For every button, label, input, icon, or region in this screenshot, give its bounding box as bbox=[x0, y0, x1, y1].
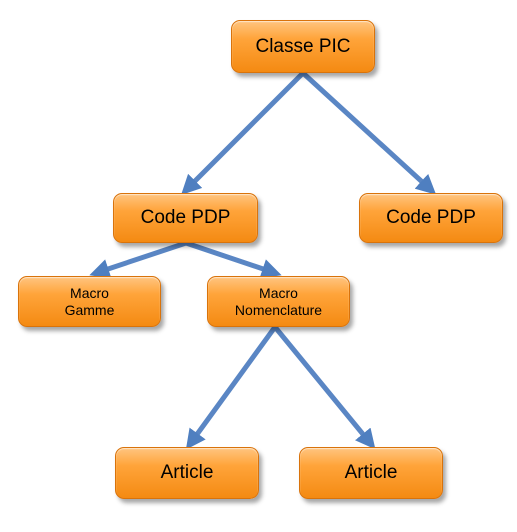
arrow-macro-nomenclature-to-article-left bbox=[185, 324, 278, 450]
node-article-left: Article bbox=[115, 447, 259, 499]
node-article-right-label: Article bbox=[344, 462, 398, 483]
node-code-pdp-right-label: Code PDP bbox=[386, 207, 476, 228]
node-classe-pic: Classe PIC bbox=[231, 20, 375, 73]
node-code-pdp-left: Code PDP bbox=[113, 193, 258, 243]
node-macro-nomenclature-label: Macro Nomenclature bbox=[234, 284, 323, 318]
node-macro-nomenclature: Macro Nomenclature bbox=[207, 276, 350, 327]
node-code-pdp-right: Code PDP bbox=[359, 193, 503, 243]
node-article-right: Article bbox=[299, 447, 443, 499]
arrow-classe-pic-to-code-pdp-left bbox=[181, 70, 306, 195]
arrow-code-pdp-left-to-macro-nomenclature bbox=[183, 240, 282, 279]
node-macro-gamme: Macro Gamme bbox=[18, 276, 161, 327]
node-article-left-label: Article bbox=[160, 462, 214, 483]
node-macro-gamme-label: Macro Gamme bbox=[64, 284, 115, 318]
arrow-macro-nomenclature-to-article-right bbox=[272, 324, 376, 450]
arrow-classe-pic-to-code-pdp-right bbox=[300, 70, 437, 195]
node-code-pdp-left-label: Code PDP bbox=[140, 207, 231, 228]
arrow-code-pdp-left-to-macro-gamme bbox=[89, 240, 189, 279]
node-classe-pic-label: Classe PIC bbox=[255, 35, 351, 57]
